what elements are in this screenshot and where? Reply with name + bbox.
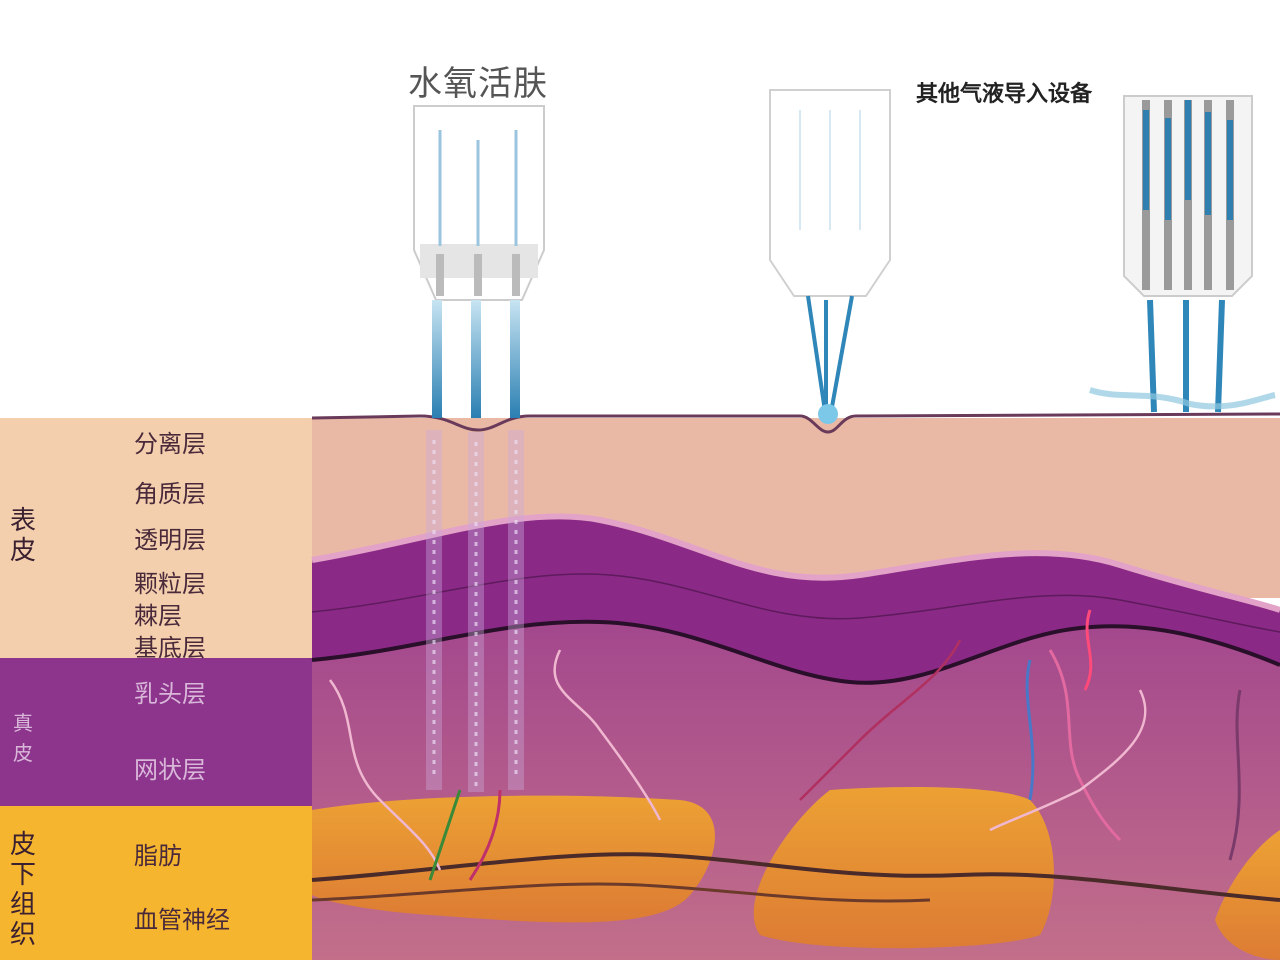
group-subcutis: 皮 下 组 织 (9, 830, 36, 950)
layer-label-6: 基底层 (134, 634, 206, 662)
layer-label-3: 透明层 (134, 526, 206, 554)
group-dermis: 真 皮 (13, 711, 33, 765)
layer-label-5: 棘层 (134, 602, 182, 630)
hydro-penetration-columns (426, 430, 524, 792)
hydro-device (413, 105, 545, 418)
other-device (1089, 95, 1276, 413)
layer-label-2: 角质层 (134, 480, 206, 508)
other-device-title: 其他气液导入设备 (916, 82, 1093, 107)
left-label-panel (0, 418, 312, 960)
layer-label-7: 乳头层 (134, 680, 206, 708)
layer-label-1: 分离层 (134, 430, 206, 458)
group-epidermis: 表 皮 (9, 506, 36, 566)
hydro-title: 水氧活肤 (408, 64, 548, 104)
layer-label-8: 网状层 (134, 756, 206, 784)
funnel-device (769, 89, 891, 424)
skin-cross-section (311, 412, 1280, 960)
layer-label-9: 脂肪 (134, 842, 182, 870)
layer-label-10: 血管神经 (134, 906, 230, 934)
layer-label-4: 颗粒层 (134, 570, 206, 598)
